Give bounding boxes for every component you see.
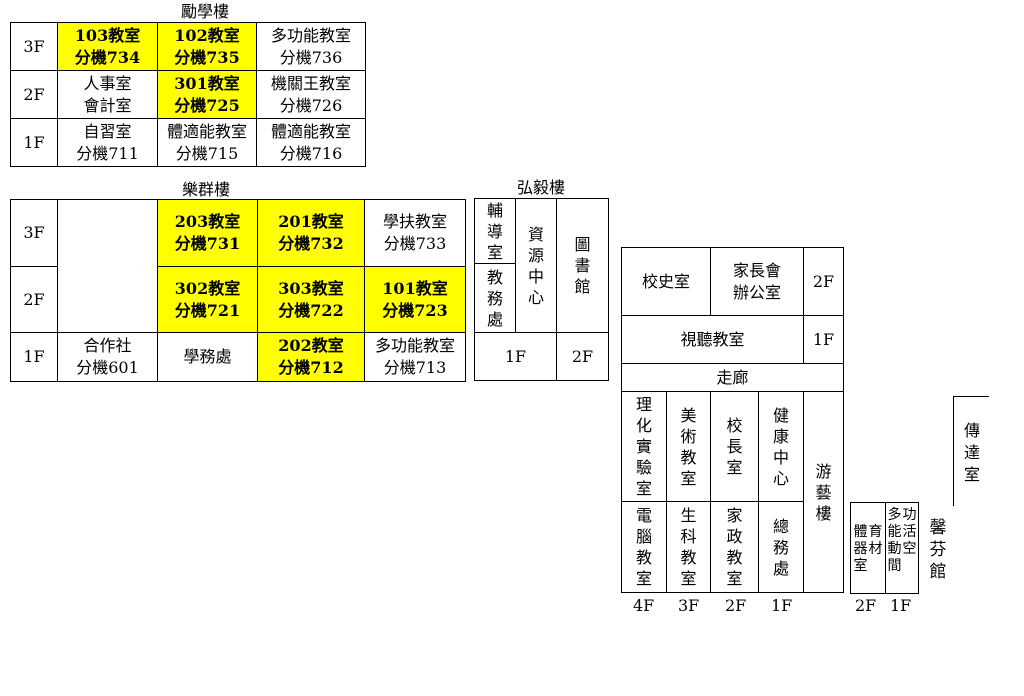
room-301: 301教室 分機725 bbox=[157, 70, 257, 119]
room-202: 202教室 分機712 bbox=[257, 332, 365, 382]
hongyi-floor-1f: 1F bbox=[474, 332, 557, 381]
hongyi-floor-2f: 2F bbox=[556, 332, 609, 381]
room-multi-736: 多功能教室 分機736 bbox=[256, 22, 366, 71]
lixue-title: 勵學樓 bbox=[181, 2, 230, 21]
east-floor-label-1f: 1F bbox=[771, 596, 793, 615]
gatehouse-wall-top bbox=[953, 396, 989, 397]
room-201: 201教室 分機732 bbox=[257, 199, 365, 267]
yequn-floor-2f: 2F bbox=[10, 266, 58, 333]
room-computer: 電 腦 教 室 bbox=[621, 501, 667, 593]
room-multi-713: 多功能教室 分機713 bbox=[364, 332, 466, 382]
hongyi-title: 弘毅樓 bbox=[517, 178, 566, 197]
gatehouse-wall-left bbox=[953, 396, 954, 506]
room-history: 校史室 bbox=[621, 247, 711, 316]
yequn-title: 樂群樓 bbox=[182, 180, 231, 199]
room-fitness-716: 體適能教室 分機716 bbox=[256, 118, 366, 167]
room-science-lab: 理 化 實 驗 室 bbox=[621, 391, 667, 502]
room-tech: 生 科 教 室 bbox=[666, 501, 711, 593]
room-302: 302教室 分機721 bbox=[157, 266, 258, 333]
room-101: 101教室 分機723 bbox=[364, 266, 466, 333]
lixue-floor-3f: 3F bbox=[10, 22, 58, 71]
room-robot: 機關王教室 分機726 bbox=[256, 70, 366, 119]
lixue-floor-2f: 2F bbox=[10, 70, 58, 119]
room-203: 203教室 分機731 bbox=[157, 199, 258, 267]
room-study: 自習室 分機711 bbox=[57, 118, 158, 167]
room-principal: 校 長 室 bbox=[710, 391, 759, 502]
room-fitness-715: 體適能教室 分機715 bbox=[157, 118, 257, 167]
room-303: 303教室 分機722 bbox=[257, 266, 365, 333]
room-academic: 教 務 處 bbox=[474, 263, 516, 333]
yequn-empty-block bbox=[57, 199, 158, 333]
room-102: 102教室 分機735 bbox=[157, 22, 257, 71]
xinfen-floor-1f: 1F bbox=[890, 596, 912, 615]
lixue-floor-1f: 1F bbox=[10, 118, 58, 167]
room-health-center: 健 康 中 心 bbox=[758, 391, 804, 502]
room-support: 學扶教室 分機733 bbox=[364, 199, 466, 267]
corridor: 走廊 bbox=[621, 363, 844, 392]
room-art: 美 術 教 室 bbox=[666, 391, 711, 502]
east-floor-label-2f: 2F bbox=[725, 596, 747, 615]
room-counseling: 輔 導 室 bbox=[474, 198, 516, 264]
youyi-building: 游 藝 樓 bbox=[803, 391, 844, 593]
room-coop: 合作社 分機601 bbox=[57, 332, 158, 382]
xinfen-floor-2f: 2F bbox=[855, 596, 877, 615]
room-personnel: 人事室 會計室 bbox=[57, 70, 158, 119]
xinfen-title: 馨 芬 館 bbox=[929, 518, 947, 582]
gatehouse-label: 傳 達 室 bbox=[963, 421, 980, 484]
room-library: 圖 書 館 bbox=[556, 198, 609, 333]
room-sports-equipment: 體 器 室 育 材 bbox=[850, 502, 886, 594]
yequn-floor-3f: 3F bbox=[10, 199, 58, 267]
room-student-affairs: 學務處 bbox=[157, 332, 258, 382]
room-general-affairs: 總 務 處 bbox=[758, 501, 804, 593]
east-floor-label-3f: 3F bbox=[678, 596, 700, 615]
yequn-floor-1f: 1F bbox=[10, 332, 58, 382]
room-multi-activity: 多 能 動 間 功 活 空 bbox=[885, 502, 919, 594]
room-parents-office: 家長會 辦公室 bbox=[710, 247, 804, 316]
east-floor-1f: 1F bbox=[803, 315, 844, 364]
east-floor-2f: 2F bbox=[803, 247, 844, 316]
room-resource-center: 資 源 中 心 bbox=[515, 198, 557, 333]
room-av: 視聽教室 bbox=[621, 315, 804, 364]
room-home-ec: 家 政 教 室 bbox=[710, 501, 759, 593]
room-103: 103教室 分機734 bbox=[57, 22, 158, 71]
east-floor-label-4f: 4F bbox=[633, 596, 655, 615]
